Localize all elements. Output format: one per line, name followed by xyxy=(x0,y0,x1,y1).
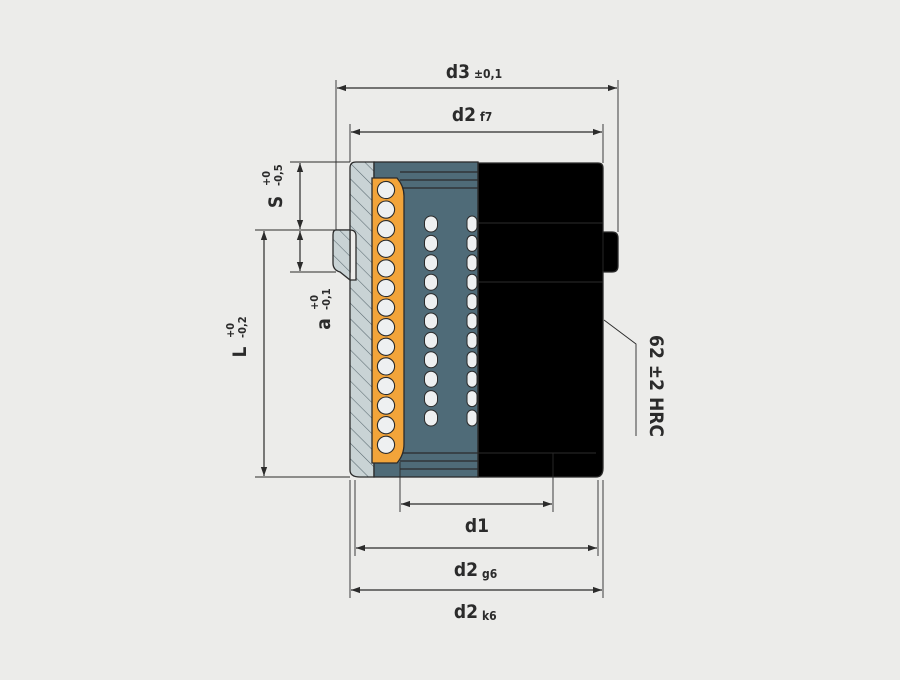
d3-tol: ±0,1 xyxy=(474,67,502,81)
d2-k6-base: d2 xyxy=(454,601,478,623)
label-d1: d1 xyxy=(465,515,489,537)
ball xyxy=(376,220,396,239)
ball xyxy=(376,200,396,219)
label-hardness: 62 ±2 HRC xyxy=(645,335,667,437)
cage-balls xyxy=(376,180,396,454)
ball xyxy=(376,278,396,298)
return-ball xyxy=(424,234,438,252)
return-ball xyxy=(424,273,438,291)
return-ball xyxy=(424,293,438,311)
d3-base: d3 xyxy=(446,61,470,83)
return-ball xyxy=(424,351,438,369)
l-base: L xyxy=(229,346,251,357)
ball xyxy=(376,416,396,435)
return-ball xyxy=(466,234,478,252)
return-ball xyxy=(466,331,478,349)
flange-section xyxy=(332,229,351,282)
dimension-lines xyxy=(260,84,617,594)
ball xyxy=(376,318,396,337)
ball xyxy=(376,239,396,258)
d2-k6-tol: k6 xyxy=(482,609,497,623)
return-ball xyxy=(466,312,478,330)
ball xyxy=(376,180,396,200)
return-ball xyxy=(424,331,438,349)
hardness-text: 62 ±2 HRC xyxy=(645,335,667,437)
l-upper: +0 xyxy=(224,323,237,338)
l-lower: -0,2 xyxy=(236,316,249,338)
outer-surface xyxy=(477,162,619,478)
return-ball xyxy=(424,390,438,408)
ball xyxy=(376,435,396,454)
hardness-leader xyxy=(603,319,637,436)
extension-lines xyxy=(255,80,619,598)
label-a: a +0 -0,1 xyxy=(308,288,335,330)
return-ball xyxy=(424,409,438,427)
return-ball xyxy=(466,215,478,233)
sleeve-grooves xyxy=(400,171,478,470)
a-base: a xyxy=(313,318,335,330)
outer-right-body xyxy=(477,162,619,478)
ball xyxy=(376,298,396,317)
return-ball xyxy=(424,254,438,272)
s-lower: -0,5 xyxy=(272,164,285,186)
label-l: L +0 -0,2 xyxy=(224,316,251,357)
label-s: S +0 -0,5 xyxy=(260,164,287,208)
d1-base: d1 xyxy=(465,515,489,537)
ball xyxy=(376,337,396,356)
d2-g6-tol: g6 xyxy=(482,567,497,581)
return-ball xyxy=(466,254,478,272)
label-d2-g6: d2 g6 xyxy=(454,559,497,581)
return-ball xyxy=(466,351,478,369)
return-ball xyxy=(424,370,438,388)
s-upper: +0 xyxy=(260,171,273,186)
label-d3: d3 ±0,1 xyxy=(446,61,502,83)
ball xyxy=(376,259,396,278)
return-ball xyxy=(466,409,478,427)
label-d2-f7: d2 f7 xyxy=(452,104,492,126)
ball xyxy=(376,396,396,415)
housing-section xyxy=(335,161,375,478)
a-upper: +0 xyxy=(308,295,321,310)
return-balls-edge xyxy=(466,215,478,427)
label-d2-k6: d2 k6 xyxy=(454,601,497,623)
return-ball xyxy=(466,390,478,408)
return-ball xyxy=(466,293,478,311)
return-ball xyxy=(424,215,438,233)
return-ball xyxy=(466,273,478,291)
d2-f7-tol: f7 xyxy=(480,110,492,124)
d2-f7-base: d2 xyxy=(452,104,476,126)
return-balls xyxy=(424,215,438,427)
a-lower: -0,1 xyxy=(320,288,333,310)
ball xyxy=(376,357,396,376)
ball xyxy=(376,376,396,396)
d2-g6-base: d2 xyxy=(454,559,478,581)
return-ball xyxy=(424,312,438,330)
return-ball xyxy=(466,370,478,388)
s-base: S xyxy=(265,196,287,208)
